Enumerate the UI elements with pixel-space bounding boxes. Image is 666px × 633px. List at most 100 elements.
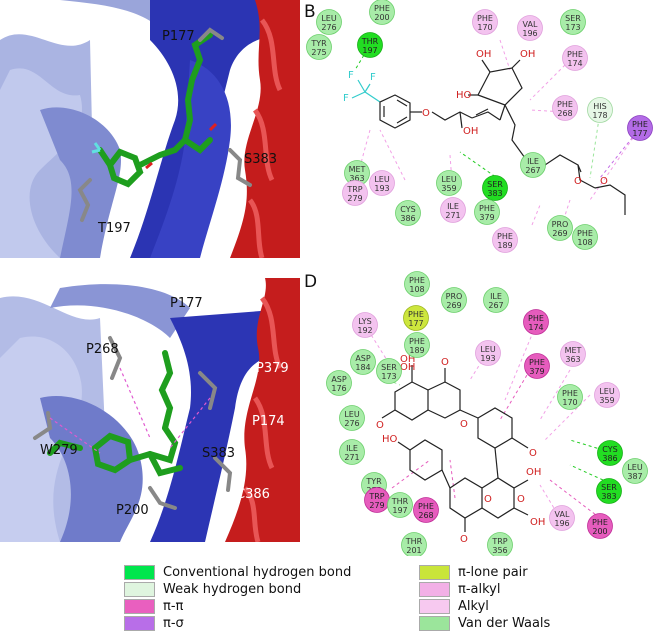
residue-text: ASP [355,354,371,363]
residue-text: PHE [562,389,578,398]
residue-text: 379 [479,213,494,222]
residue-text: LEU [480,345,496,354]
residue-text: SER [381,363,397,372]
residue-bubble [597,440,623,466]
residue-text: PHE [408,310,424,319]
residue-text: THR [405,537,423,546]
residue-text: LEU [321,14,337,23]
residue-bubble [587,513,613,539]
residue-text: MET [349,165,366,174]
residue-text: 267 [488,301,503,310]
residue-text: PHE [409,276,425,285]
residue-text: PHE [632,120,648,129]
residue-text: 276 [344,419,359,428]
residue-bubble [627,115,653,141]
panel-letter: B [304,2,316,22]
residue-text: 279 [369,501,384,510]
residue-bubble [401,532,427,556]
residue-text: 178 [592,111,607,120]
residue-text: PRO [552,220,569,229]
residue-text: LEU [344,410,360,419]
residue-text: 200 [374,13,389,22]
residue-text: ILE [346,444,358,453]
residue-text: 193 [374,184,389,193]
residue-bubble [441,287,467,313]
residue-text: ASP [331,375,347,384]
residue-bubble [369,0,395,25]
residue-bubble [596,478,622,504]
residue-text: 174 [528,323,543,332]
residue-text: PHE [479,204,495,213]
legend-swatch [419,564,450,580]
legend-label: π-lone pair [458,564,528,580]
residue-bubble [594,382,620,408]
residue-text: 108 [577,238,592,247]
residue-text: MET [565,346,582,355]
residue-bubble [342,180,368,206]
panel-letter: C [4,280,16,300]
residue-bubble [587,97,613,123]
residue-text: PHE [592,518,608,527]
residue-text: 359 [599,396,614,405]
residue-bubble [523,309,549,335]
residue-text: PHE [409,337,425,346]
atom-label: O [422,108,430,119]
residue-label: W279 [40,443,78,458]
residue-text: SER [487,180,503,189]
residue-bubble [487,532,513,556]
residue-text: PHE [374,4,390,13]
residue-text: PHE [418,502,434,511]
residue-text: 173 [565,23,580,32]
atom-label: OH [400,354,415,365]
residue-text: PHE [557,100,573,109]
residue-text: 386 [602,454,617,463]
residue-text: 192 [357,326,372,335]
residue-text: PHE [567,50,583,59]
legend-item: Alkyl [419,598,489,614]
residue-text: 387 [627,472,642,481]
residue-bubble [622,458,648,484]
atom-label: O [529,448,537,459]
residue-bubble [352,312,378,338]
residue-label: S383 [244,152,277,167]
residue-text: 269 [552,229,567,238]
residue-bubble [436,170,462,196]
residue-bubble [440,197,466,223]
legend-item: π-lone pair [419,564,528,580]
atom-label: O [460,534,468,545]
residue-text: ILE [527,157,539,166]
atom-label: F [370,72,376,83]
residue-bubble [369,170,395,196]
atom-label: O [574,176,582,187]
legend-label: π-alkyl [458,581,501,597]
residue-label: P379 [256,361,289,376]
residue-text: PHE [577,229,593,238]
residue-text: SER [565,14,581,23]
legend-swatch [124,581,155,597]
residue-text: 379 [529,367,544,376]
panel-letter: A [4,2,16,22]
residue-text: 189 [409,346,424,355]
panel-a-render: P177 S383 T197 [0,0,300,258]
residue-text: 359 [441,184,456,193]
residue-text: 197 [362,46,377,55]
residue-label: S383 [202,446,235,461]
residue-text: 279 [347,194,362,203]
residue-text: 196 [522,29,537,38]
legend-swatch [419,615,450,631]
residue-bubble [350,349,376,375]
residue-text: 193 [480,354,495,363]
residue-text: 196 [554,519,569,528]
panel-letter: D [304,272,318,292]
legend-label: Conventional hydrogen bond [163,564,352,580]
legend-label: Weak hydrogen bond [163,581,302,597]
legend-swatch [124,615,155,631]
residue-text: CYS [400,205,415,214]
atom-label: OH [463,126,478,137]
residue-text: 176 [331,384,346,393]
residue-bubble [482,175,508,201]
atom-label: OH [400,362,415,373]
atom-label: OH [526,467,541,478]
